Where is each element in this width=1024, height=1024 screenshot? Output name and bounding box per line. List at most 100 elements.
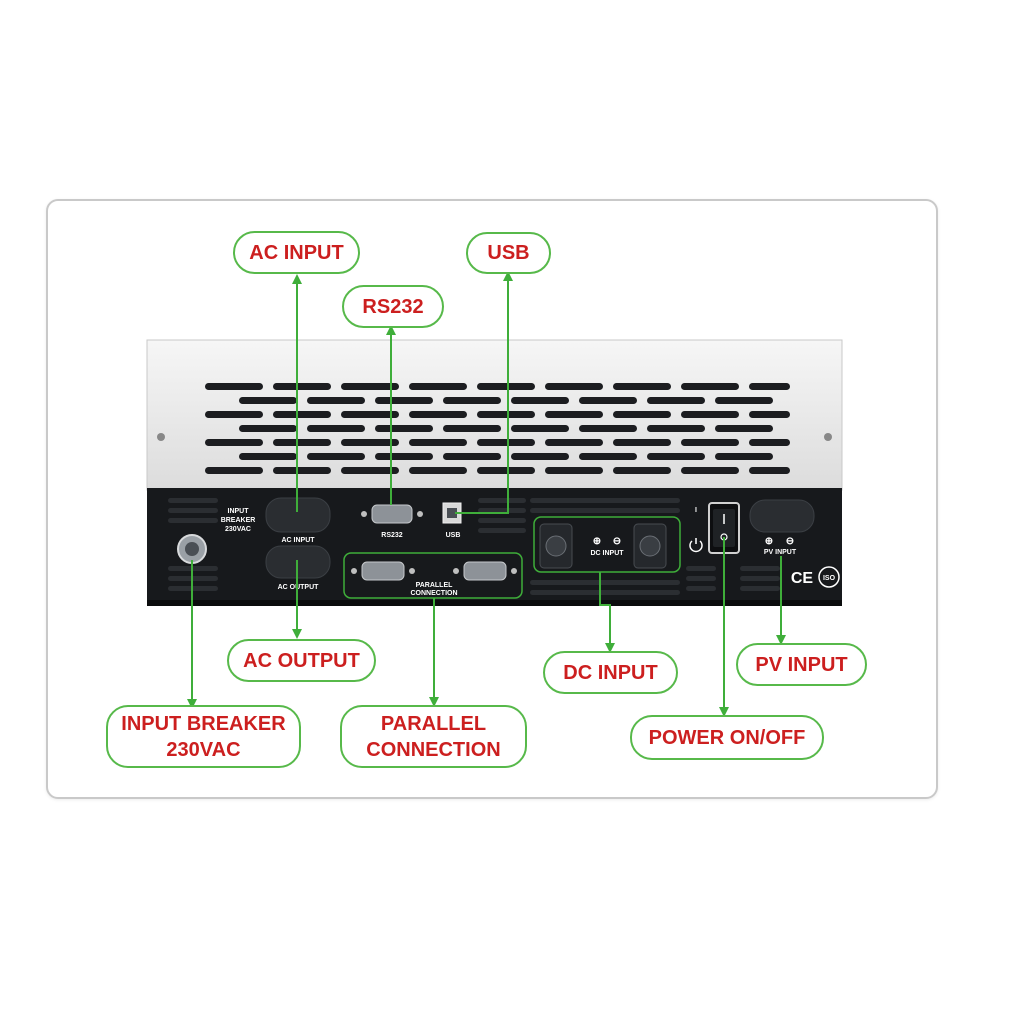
connector-dc-input [599,572,615,653]
vent-slot [477,467,535,474]
panel-vent-slot [478,498,526,503]
panel-label-usb: USB [446,532,461,539]
vent-slot [715,425,773,432]
switch-on-mark: I [695,507,697,514]
vent-slot [647,425,705,432]
panel-vent-slot [530,580,680,585]
vent-slot [579,453,637,460]
pv-plus-symbol: ⊕ [765,536,773,547]
ce-mark: CE [791,570,814,587]
panel-vent-slot [168,508,218,513]
panel-label-breaker-2: BREAKER [221,517,256,524]
vent-slot [409,383,467,390]
vent-slot [545,411,603,418]
iso-seal-icon [818,566,840,588]
vent-slot [307,425,365,432]
vent-slot [341,383,399,390]
vent-slot [545,439,603,446]
vent-slot [613,439,671,446]
vent-slot [715,397,773,404]
vent-slot [205,467,263,474]
panel-vent-slot [740,586,780,591]
panel-vent-slot [530,590,680,595]
vent-slot [341,467,399,474]
vent-slot [409,411,467,418]
vent-slot [205,411,263,418]
panel-vent-slot [478,508,526,513]
panel-label-parallel-2: CONNECTION [410,590,457,597]
vent-slot [477,439,535,446]
vent-slot [341,411,399,418]
panel-vent-slot [530,508,680,513]
panel-vent-slot [530,498,680,503]
vent-slot [511,453,569,460]
callout-rs232: RS232 [342,285,444,328]
vent-slot [579,397,637,404]
panel-label-ac-input: AC INPUT [281,537,315,544]
vent-slot [579,425,637,432]
vent-slot [443,397,501,404]
panel-vent-slot [686,586,716,591]
callout-parallel-connection: PARALLEL CONNECTION [340,705,527,768]
vent-slot [273,439,331,446]
panel-vent-slot [686,566,716,571]
callout-usb: USB [466,232,551,274]
vent-slot [647,453,705,460]
callout-dc-input: DC INPUT [543,651,678,694]
panel-label-breaker-3: 230VAC [225,526,251,533]
pv-input-socket [749,499,815,533]
iso-mark: ISO [823,575,836,582]
vent-slot [511,425,569,432]
vent-slot [307,397,365,404]
vent-slot [715,453,773,460]
panel-label-breaker-1: INPUT [228,508,250,515]
panel-vent-slot [478,528,526,533]
vent-slot [647,397,705,404]
dc-terminal-positive [539,523,573,569]
panel-label-pv-input: PV INPUT [764,549,797,556]
vent-slot [307,453,365,460]
dc-minus-symbol: ⊖ [613,536,621,547]
panel-label-parallel-1: PARALLEL [416,582,454,589]
usb-port-inner [447,508,457,518]
vent-slot [239,453,297,460]
pv-minus-symbol: ⊖ [786,536,794,547]
vent-slot [545,383,603,390]
vent-slot [205,439,263,446]
vent-slot [749,411,790,418]
dc-terminal-negative [633,523,667,569]
vent-slot [409,439,467,446]
vent-slot [273,383,331,390]
panel-vent-slot [740,566,780,571]
vent-slot [205,383,263,390]
vent-slot [375,453,433,460]
vent-slot [273,411,331,418]
parallel-port-right [453,561,517,581]
vent-slots [205,383,790,474]
vent-slot [341,439,399,446]
panel-label-rs232: RS232 [381,532,403,539]
vent-slot [239,397,297,404]
inverter-top-cover [146,339,843,491]
vent-slot [613,467,671,474]
vent-slot [681,439,739,446]
panel-vent-slot [478,518,526,523]
callout-ac-input: AC INPUT [233,231,360,274]
vent-slot [477,411,535,418]
vent-slot [409,467,467,474]
vent-slot [613,411,671,418]
panel-vent-slots [168,498,780,595]
callout-pv-input: PV INPUT [736,643,867,686]
panel-vent-slot [168,518,218,523]
vent-slot [749,439,790,446]
panel-vent-slot [686,576,716,581]
dc-plus-symbol: ⊕ [593,536,601,547]
vent-slot [613,383,671,390]
vent-slot [443,453,501,460]
connector-usb [455,271,513,514]
connector-lines [187,271,786,717]
vent-slot [681,467,739,474]
dc-input-outline [533,516,681,573]
panel-label-ac-output: AC OUTPUT [278,584,320,591]
